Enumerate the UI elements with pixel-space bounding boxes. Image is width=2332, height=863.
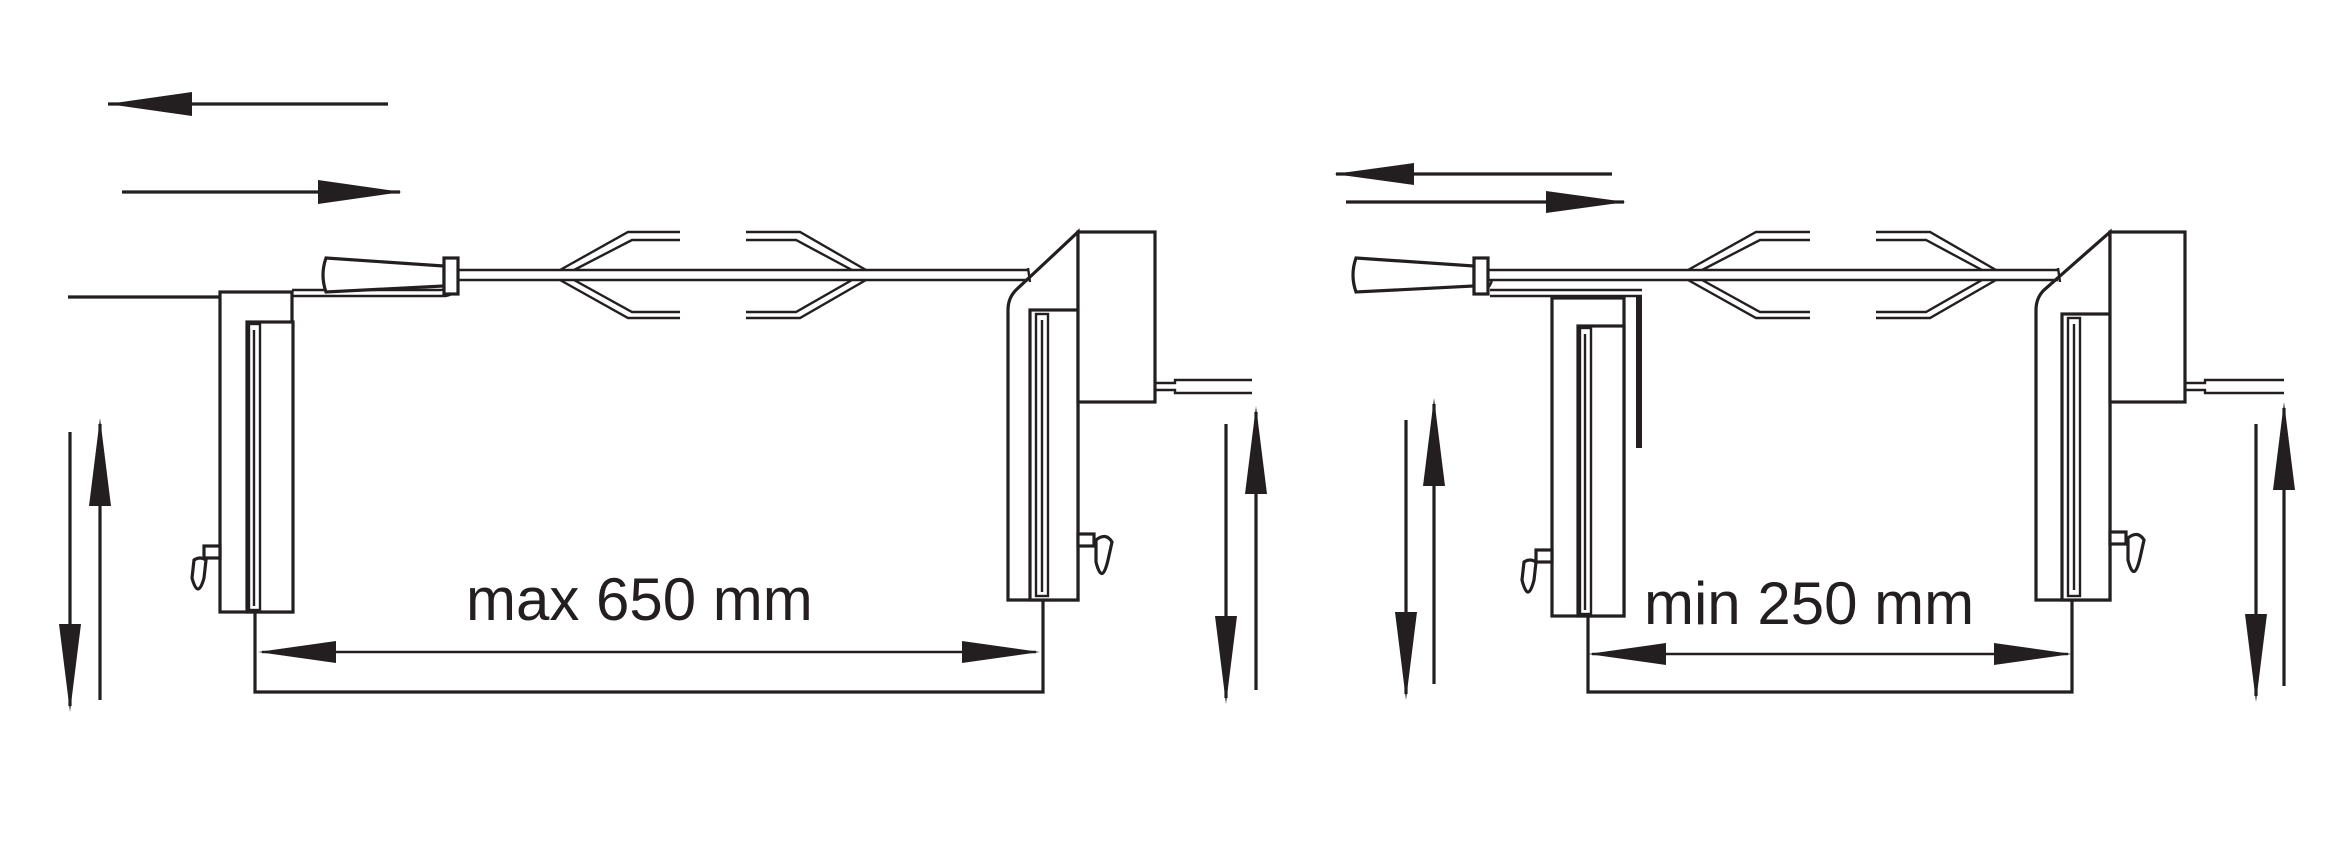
arrow-up-icon: [1245, 406, 1267, 690]
right-post: [2034, 228, 2284, 602]
scissor-links: [559, 230, 867, 320]
handle-icon: [1351, 256, 1490, 296]
lever-rod: [1483, 267, 2062, 298]
arrow-left-icon: [108, 92, 388, 116]
base-frame: [1586, 600, 2074, 694]
dimension-line: [1588, 643, 2072, 665]
wing-nut-icon: [190, 544, 222, 591]
arrow-down-icon: [1395, 420, 1417, 700]
arrow-down-icon: [2245, 424, 2267, 702]
arrow-up-icon: [1423, 398, 1445, 684]
arrow-left-icon: [1334, 163, 1612, 185]
dimension-label: min 250 mm: [1644, 570, 1974, 637]
scissor-links: [1687, 230, 1997, 320]
wing-nut-icon: [2108, 530, 2146, 574]
left-post: [1550, 296, 1642, 618]
arrow-up-icon: [2273, 402, 2295, 686]
wing-nut-icon: [1076, 532, 1114, 576]
left-post: [218, 290, 295, 614]
left-panel: max 650 mm: [59, 92, 1267, 712]
wing-nut-icon: [1520, 548, 1554, 594]
handle-icon: [321, 256, 460, 296]
dimension-label: max 650 mm: [466, 566, 813, 633]
arrow-down-icon: [59, 432, 81, 712]
arrow-right-icon: [122, 180, 402, 204]
right-post: [1006, 228, 1252, 602]
base-frame: [253, 600, 1045, 694]
arrow-down-icon: [1215, 424, 1237, 704]
arrow-up-icon: [89, 418, 111, 700]
arrow-right-icon: [1346, 191, 1626, 213]
right-panel: min 250 mm: [1334, 163, 2295, 702]
dimension-line: [258, 641, 1040, 663]
